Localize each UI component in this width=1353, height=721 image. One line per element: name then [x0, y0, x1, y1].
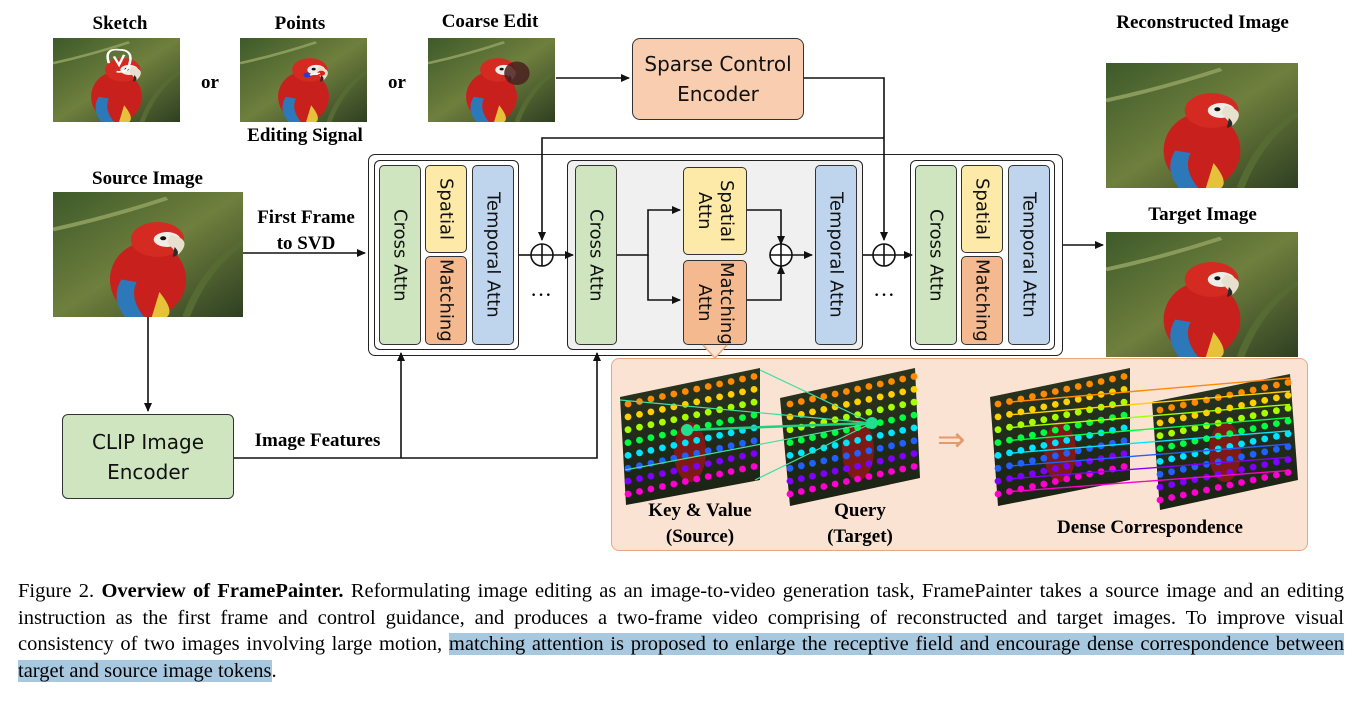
- caption-end: .: [271, 659, 277, 682]
- reconstructed-image-label: Reconstructed Image: [1116, 12, 1289, 33]
- caption-title: Overview of FramePainter.: [101, 580, 344, 602]
- source-image-label: Source Image: [92, 168, 203, 189]
- source-image-thumbnail: [53, 192, 243, 317]
- block-1-matching-label: Matching: [435, 259, 457, 342]
- query-label: Query: [834, 500, 886, 521]
- block-2-temporal-attn-label: Temporal Attn: [825, 192, 847, 318]
- ellipsis-1: ···: [530, 282, 552, 307]
- block-3-matching: Matching: [961, 256, 1003, 345]
- or-label-1: or: [201, 72, 219, 93]
- ellipsis-2: ···: [873, 282, 895, 307]
- reconstructed-image-thumbnail: [1106, 63, 1298, 188]
- block-1-cross-attn-label: Cross Attn: [389, 208, 411, 302]
- block-2-matching-attn: Matching Attn: [683, 260, 747, 345]
- or-label-2: or: [388, 72, 406, 93]
- points-label: Points: [274, 13, 326, 34]
- block-2-spatial-attn: Spatial Attn: [683, 167, 747, 255]
- sketch-thumbnail: [53, 38, 180, 122]
- clip-image-encoder-label: CLIP Image Encoder: [91, 429, 205, 484]
- block-1-container: [374, 160, 519, 350]
- block-3-temporal-attn: Temporal Attn: [1008, 165, 1050, 345]
- sparse-control-encoder-label: Sparse Control Encoder: [644, 52, 792, 106]
- block-1-temporal-attn-label: Temporal Attn: [482, 192, 504, 318]
- target-image-thumbnail: [1106, 232, 1298, 357]
- caption-prefix: Figure 2.: [18, 580, 95, 602]
- block-1-cross-attn: Cross Attn: [379, 165, 421, 345]
- block-3-cross-attn-label: Cross Attn: [925, 208, 947, 302]
- coarse-edit-label: Coarse Edit: [441, 11, 539, 32]
- block-1-matching: Matching: [425, 256, 467, 345]
- block-3-temporal-attn-label: Temporal Attn: [1018, 192, 1040, 318]
- block-1-temporal-attn: Temporal Attn: [472, 165, 514, 345]
- key-value-label: Key & Value: [648, 500, 752, 521]
- block-2-cross-attn: Cross Attn: [575, 165, 617, 345]
- target-image-label: Target Image: [1148, 204, 1257, 225]
- editing-signal-label: Editing Signal: [247, 125, 363, 146]
- first-frame-label: First Frame: [257, 207, 355, 228]
- block-3-spatial-label: Spatial: [971, 178, 993, 240]
- key-value-sub-label: (Source): [665, 526, 735, 547]
- block-3-matching-label: Matching: [971, 259, 993, 342]
- block-2-spatial-attn-label: Spatial Attn: [694, 180, 737, 242]
- dense-correspondence-label: Dense Correspondence: [1057, 517, 1243, 538]
- caption-text: Reformulating image editing as an image-…: [18, 580, 1344, 656]
- figure-caption: Figure 2. Overview of FramePainter. Refo…: [18, 578, 1344, 684]
- sketch-label: Sketch: [92, 13, 148, 34]
- image-features-label: Image Features: [254, 430, 381, 451]
- query-sub-label: (Target): [827, 526, 893, 547]
- block-3-cross-attn: Cross Attn: [915, 165, 957, 345]
- sparse-control-encoder-box: Sparse Control Encoder: [632, 38, 804, 120]
- block-2-matching-attn-label: Matching Attn: [694, 261, 737, 345]
- block-2-cross-attn-label: Cross Attn: [585, 208, 607, 302]
- block-2-temporal-attn: Temporal Attn: [815, 165, 857, 345]
- block-1-spatial: Spatial: [425, 165, 467, 253]
- block-1-spatial-label: Spatial: [435, 178, 457, 240]
- points-thumbnail: [240, 38, 367, 122]
- clip-image-encoder-box: CLIP Image Encoder: [62, 414, 234, 499]
- to-svd-label: to SVD: [276, 233, 336, 254]
- coarse-edit-thumbnail: [428, 38, 555, 122]
- implies-arrow: ⇒: [937, 420, 966, 460]
- block-3-spatial: Spatial: [961, 165, 1003, 253]
